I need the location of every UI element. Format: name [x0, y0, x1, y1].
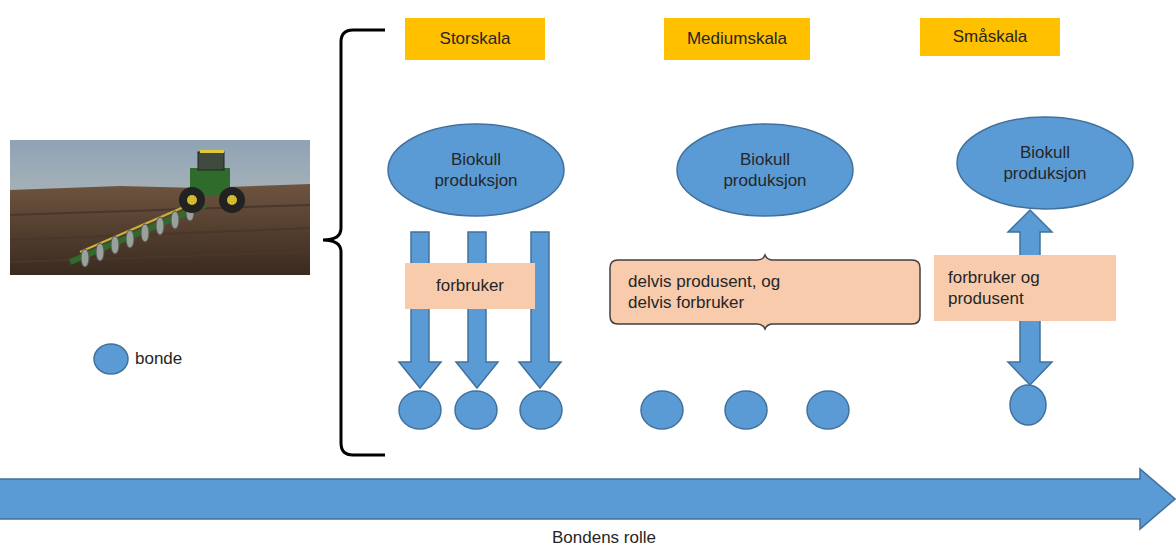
node-text: Storskala: [440, 28, 511, 49]
scale-header: Mediumskala: [664, 18, 810, 60]
node-text: Småskala: [953, 26, 1028, 47]
ellipse-outline: [956, 116, 1134, 210]
node-text: Biokull produksjon: [989, 142, 1101, 185]
ellipse-outline: [387, 123, 565, 217]
brace-outline: [610, 254, 920, 330]
node-text: Mediumskala: [687, 28, 787, 49]
down-arrows: [399, 232, 561, 388]
role-box: forbruker og produsent: [934, 255, 1116, 321]
scale-header: Storskala: [405, 18, 545, 60]
axis-label: Bondens rolle: [552, 528, 656, 548]
legend-swatch: [93, 343, 131, 375]
scale-header: Småskala: [920, 18, 1060, 56]
node-text: Biokull produksjon: [709, 149, 821, 192]
farmer-circles: [399, 385, 1046, 429]
role-axis-arrow: [0, 469, 1175, 529]
legend-item: bonde: [93, 343, 182, 375]
legend-text: bonde: [135, 348, 182, 369]
curly-bracket: [323, 30, 385, 455]
tractor-photo: [10, 140, 310, 275]
production-ellipse: Biokull produksjon: [676, 123, 854, 217]
production-ellipse: Biokull produksjon: [387, 123, 565, 217]
node-text: forbruker og produsent: [948, 267, 1098, 310]
production-ellipse: Biokull produksjon: [956, 116, 1134, 210]
node-text: forbruker: [436, 275, 504, 296]
role-box: forbruker: [405, 263, 535, 309]
role-brace-box: delvis produsent, og delvis forbruker: [610, 254, 920, 330]
ellipse-outline: [676, 123, 854, 217]
node-text: delvis produsent, og delvis forbruker: [628, 271, 793, 314]
node-text: Biokull produksjon: [420, 149, 532, 192]
